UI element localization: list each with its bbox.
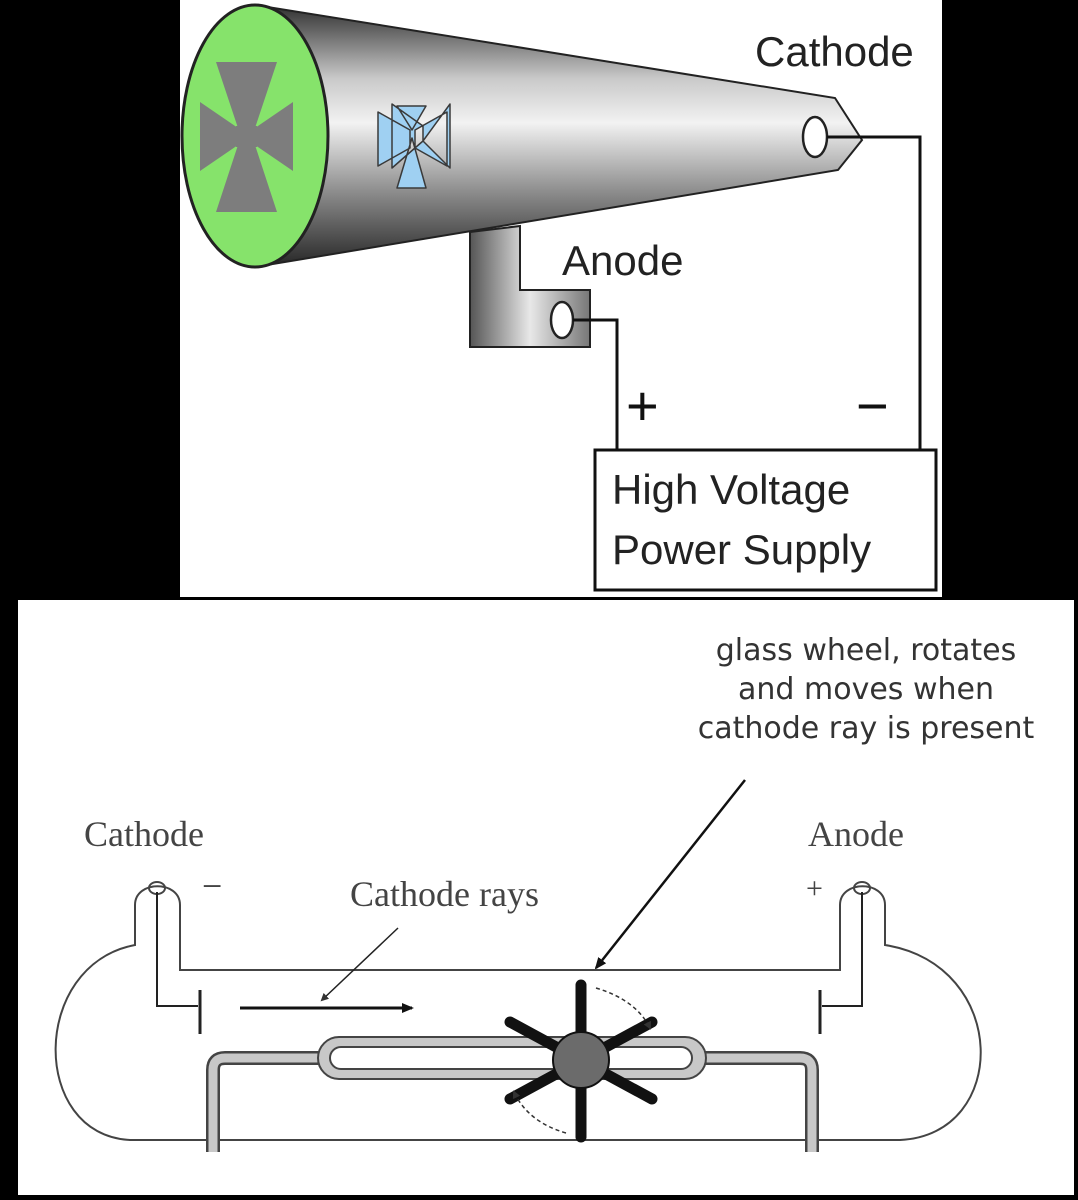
annotation-pointer-arrow xyxy=(594,779,746,970)
maltese-cross-icon xyxy=(377,103,451,189)
rotation-arrow-top xyxy=(595,987,651,1030)
plus-sign-top: + xyxy=(626,374,659,437)
glass-tube xyxy=(54,885,982,1141)
cathode-wire xyxy=(827,135,922,450)
top-panel: Cathode Anode + − High Voltage Power Sup… xyxy=(180,0,942,597)
rail-right-inner xyxy=(700,1053,817,1152)
anode-label-bottom: Anode xyxy=(808,814,904,854)
anode-label-top: Anode xyxy=(562,237,683,284)
cathode-rays-label: Cathode rays xyxy=(350,874,539,914)
minus-sign-top: − xyxy=(856,374,889,437)
anode-terminal xyxy=(549,300,575,340)
bottom-panel-background xyxy=(18,600,1074,1195)
anode-lead xyxy=(822,892,863,1007)
shadow-cross-center xyxy=(236,126,257,147)
bottom-panel: glass wheel, rotates and moves when cath… xyxy=(18,600,1074,1195)
cathode-label-top: Cathode xyxy=(755,28,914,75)
anode-wire xyxy=(573,318,619,450)
wheel-hub xyxy=(552,1031,610,1089)
rail-track-inner xyxy=(329,1046,693,1070)
annotation-line1: glass wheel, rotates xyxy=(716,633,1016,668)
cathode-lead xyxy=(156,892,198,1007)
power-supply-box xyxy=(593,448,938,592)
annotation-line2: and moves when xyxy=(738,672,994,707)
cathode-rays-pointer xyxy=(320,927,399,1002)
supply-label-line1: High Voltage xyxy=(612,466,850,513)
annotation-line3: cathode ray is present xyxy=(698,711,1035,746)
rail-left-inner xyxy=(208,1053,320,1152)
rotation-arrow-bottom xyxy=(512,1090,567,1134)
shadow-cross-icon xyxy=(200,62,293,212)
plus-sign-bottom: + xyxy=(806,872,823,905)
minus-sign-bottom: − xyxy=(202,866,222,906)
supply-label-line2: Power Supply xyxy=(612,526,871,573)
cathode-label-bottom: Cathode xyxy=(84,814,204,854)
cathode-terminal xyxy=(801,115,829,159)
